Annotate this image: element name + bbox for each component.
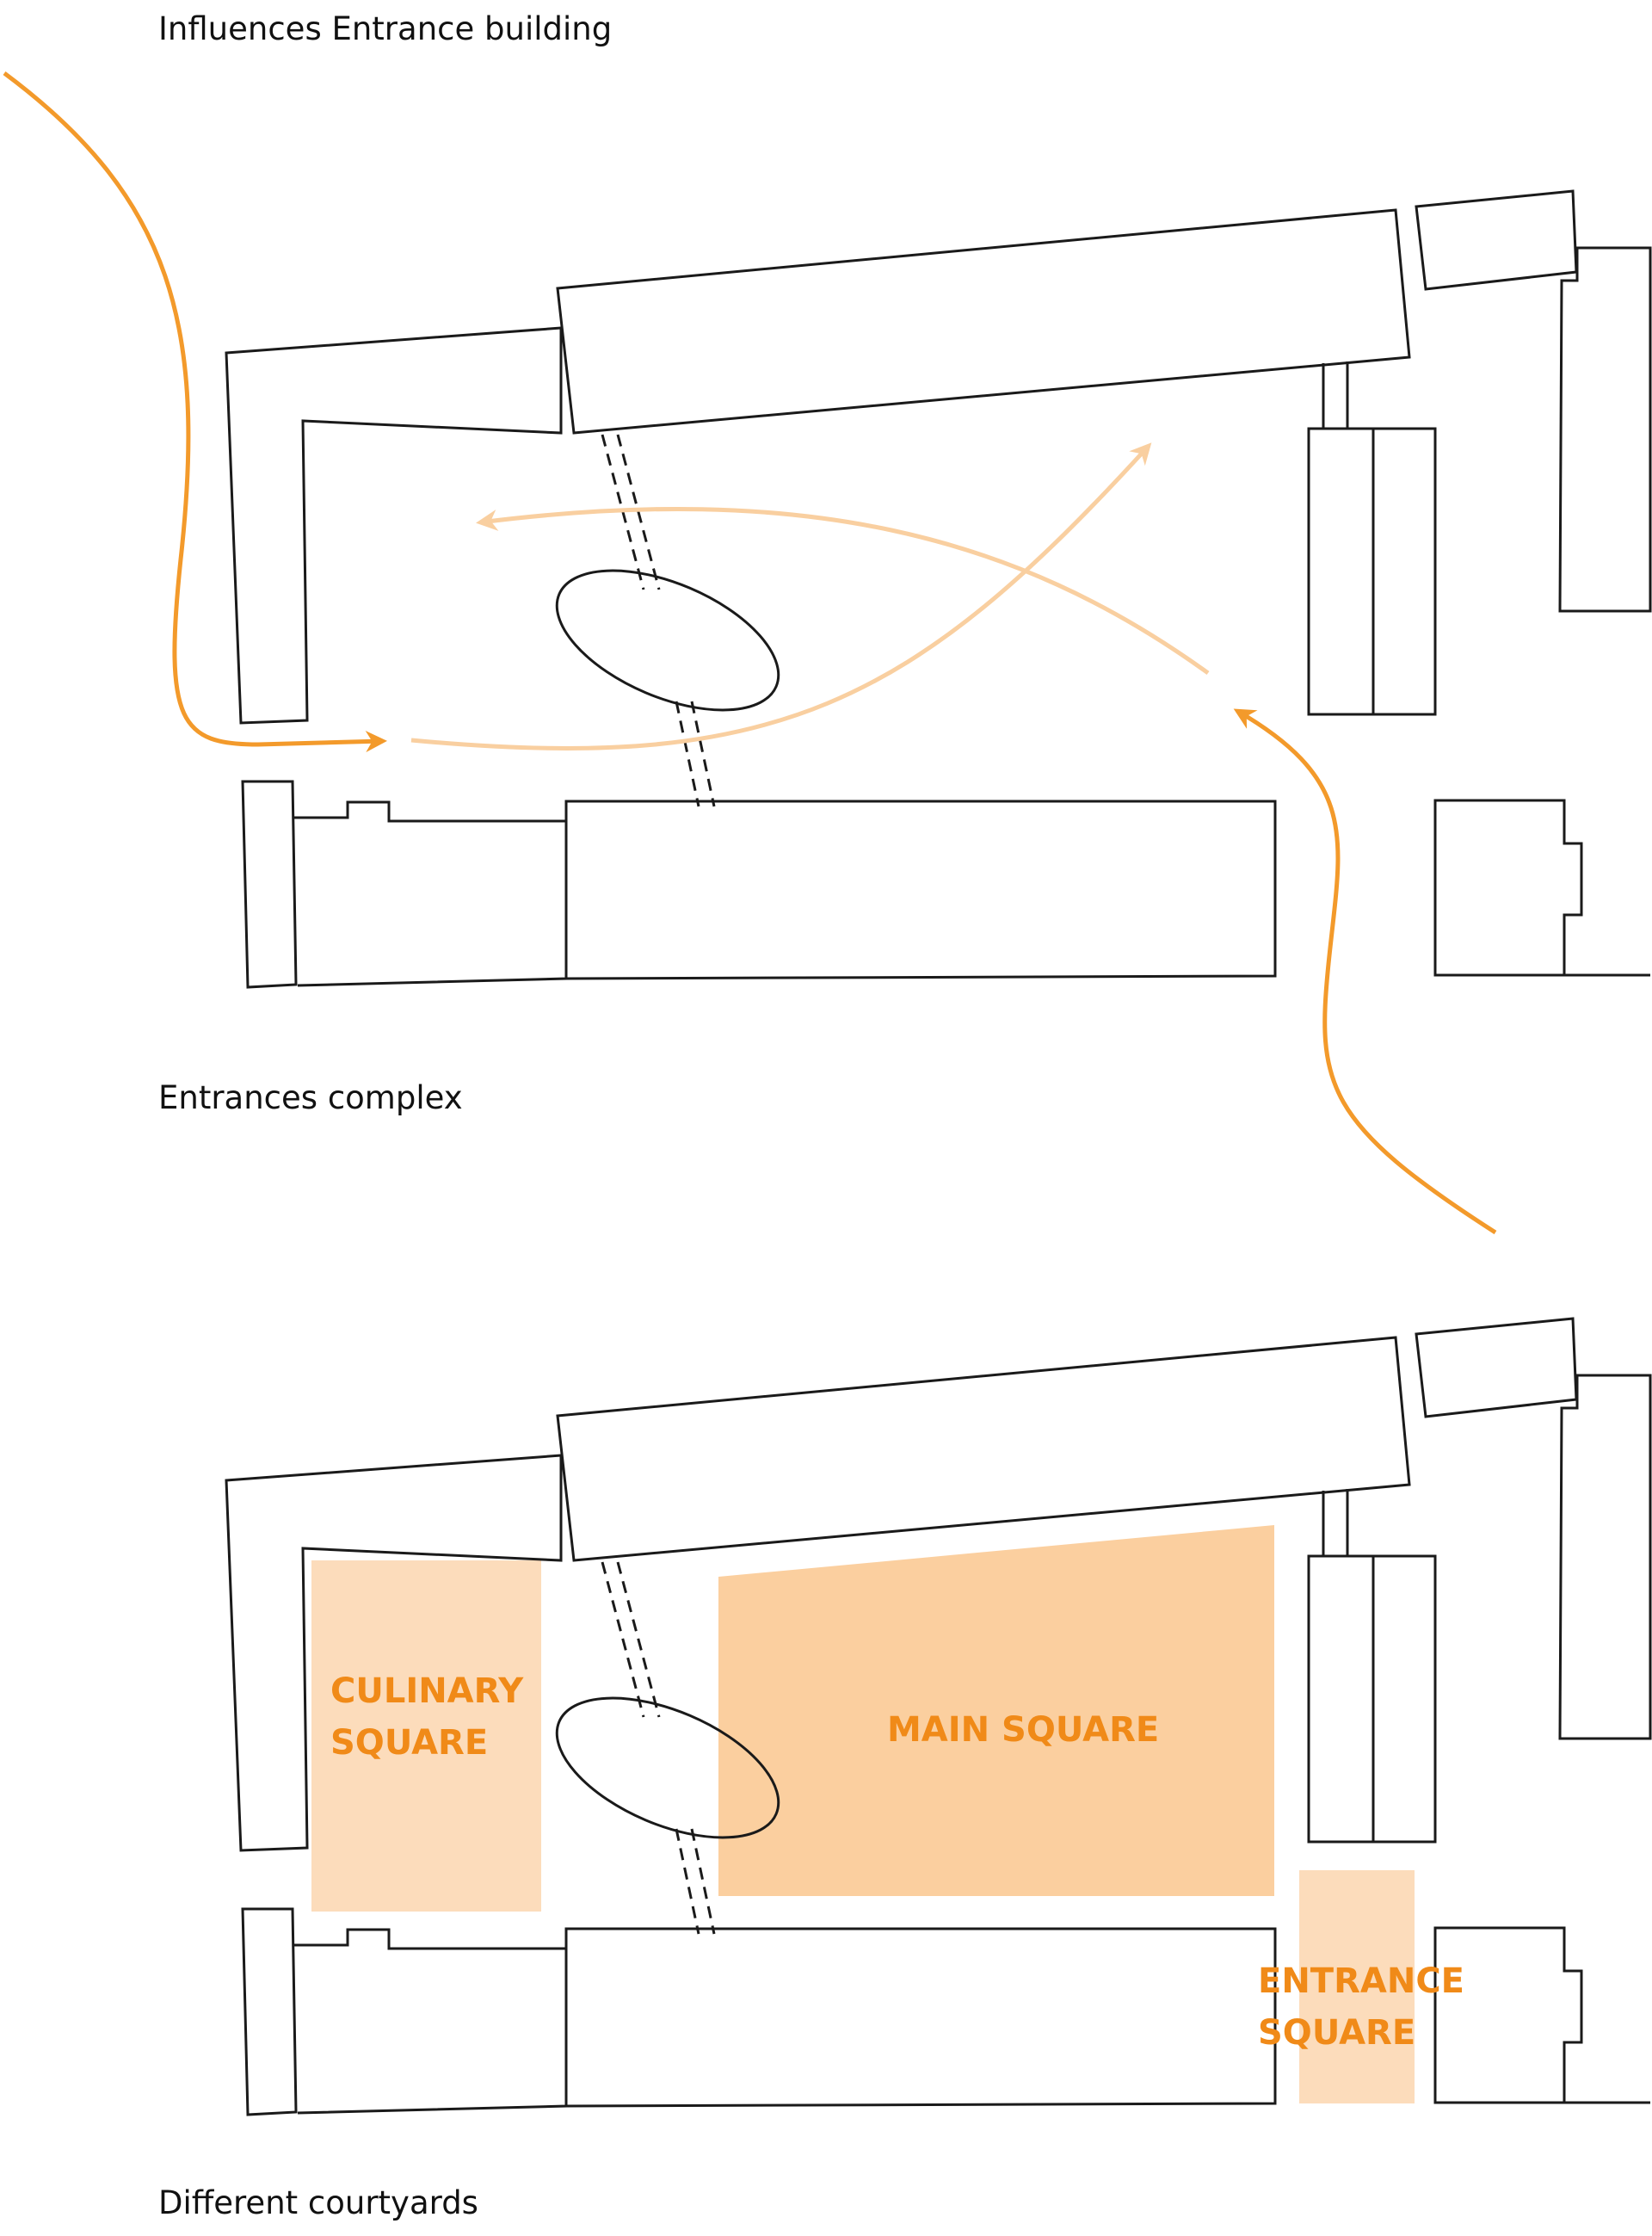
culinary-square-label-1: CULINARY xyxy=(330,1671,524,1711)
entrance-square-label-2: SQUARE xyxy=(1258,2013,1415,2053)
flow-arrow-light-2 xyxy=(476,506,1210,676)
plan-entrances xyxy=(3,71,1652,1235)
caption-influences: Influences Entrance building xyxy=(158,10,613,47)
building-outlines-top xyxy=(225,189,1652,989)
culinary-square-label-2: SQUARE xyxy=(330,1723,488,1763)
main-square-label: MAIN SQUARE xyxy=(887,1710,1159,1750)
entrance-square-area xyxy=(1299,1870,1415,2103)
main-square-area xyxy=(718,1525,1274,1896)
caption-entrances: Entrances complex xyxy=(158,1079,463,1116)
caption-courtyards: Different courtyards xyxy=(158,2184,478,2221)
flow-arrow-light-1 xyxy=(410,442,1152,751)
entrance-square-label-1: ENTRANCE xyxy=(1258,1961,1464,2001)
route-arrow-right xyxy=(1233,708,1497,1235)
plan-courtyards: CULINARY SQUARE MAIN SQUARE ENTRANCE SQU… xyxy=(225,1317,1652,2116)
route-arrow-left xyxy=(3,71,387,753)
culinary-square-area xyxy=(311,1560,541,1912)
